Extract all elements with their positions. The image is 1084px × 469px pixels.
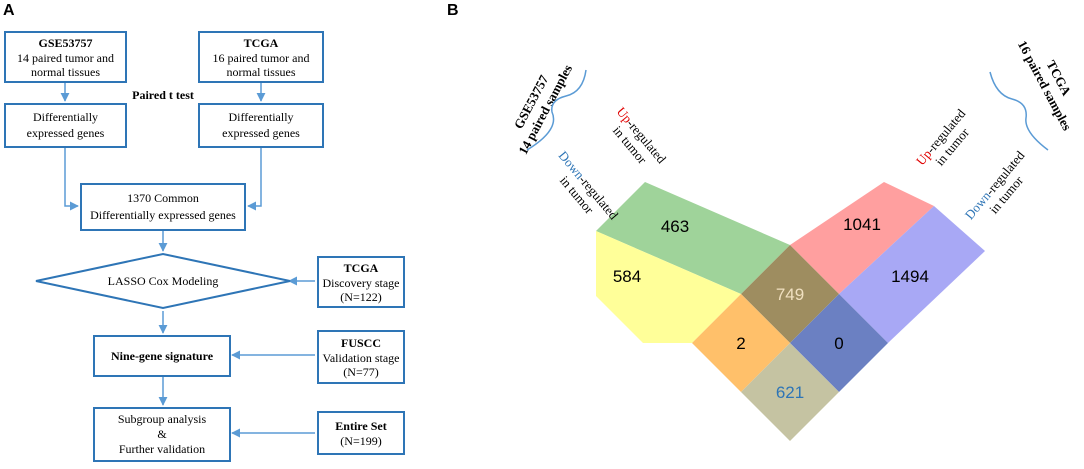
deg-left-line2: expressed genes [27,126,105,140]
venn-value-621: 621 [776,383,804,402]
discovery-title: TCGA [344,261,379,275]
venn-value-1494: 1494 [891,267,929,286]
entire-set-line1: (N=199) [340,434,381,448]
right-group-label: TCGA 16 paired samples [1015,38,1075,133]
subgroup-box: Subgroup analysis & Further validation [93,407,231,462]
entire-set-box: Entire Set (N=199) [317,411,405,455]
common-deg-line1: 1370 Common [127,191,199,205]
deg-left-box: Differentially expressed genes [4,103,127,148]
discovery-box: TCGA Discovery stage (N=122) [317,256,405,308]
panel-a-label: A [3,2,15,19]
gse53757-title: GSE53757 [38,36,92,50]
subgroup-line3: Further validation [119,442,205,456]
signature-label: Nine-gene signature [111,349,214,363]
venn-value-1041: 1041 [843,215,881,234]
arrow-deg-right-to-common [247,147,262,211]
lasso-label: LASSO Cox Modeling [108,274,219,288]
arrow-deg-left-to-common [64,147,79,211]
discovery-line2: (N=122) [340,290,381,304]
deg-right-box: Differentially expressed genes [198,103,324,148]
validation-title: FUSCC [341,336,381,350]
venn-display [520,160,1040,469]
venn-value-463: 463 [661,217,689,236]
panel-b-label: B [447,2,459,19]
venn-value-2: 2 [736,334,745,353]
discovery-line1: Discovery stage [323,276,400,290]
lasso-diamond: LASSO Cox Modeling [35,252,291,310]
left-brace [526,69,587,151]
venn-value-0: 0 [834,334,843,353]
tcga-line2: normal tissues [227,65,296,79]
validation-line1: Validation stage [323,351,400,365]
subgroup-line1: Subgroup analysis [118,412,207,426]
venn-value-584: 584 [613,267,641,286]
subgroup-line2: & [157,427,167,441]
gse53757-line2: normal tissues [31,65,100,79]
right-brace [989,71,1049,151]
gse53757-box: GSE53757 14 paired tumor and normal tiss… [4,31,127,83]
tcga-line1: 16 paired tumor and [213,51,310,65]
deg-left-line1: Differentially [33,110,98,124]
signature-box: Nine-gene signature [93,335,231,377]
venn-value-749: 749 [776,285,804,304]
region-dd-final [741,343,839,441]
region-right-up-final [790,182,934,294]
common-deg-box: 1370 Common Differentially expressed gen… [80,183,246,231]
region-right-down-final [839,206,985,343]
tcga-box: TCGA 16 paired tumor and normal tissues [198,31,324,83]
flow-connectors [60,82,315,438]
region-left-up-final [596,182,790,294]
left-group-label: GSE53757 14 paired samples [511,62,575,157]
common-deg-line2: Differentially expressed genes [90,208,236,222]
validation-box: FUSCC Validation stage (N=77) [317,330,405,384]
paired-t-test-label: Paired t test [132,88,194,102]
region-left-down-final [596,231,741,343]
validation-line2: (N=77) [343,365,378,379]
entire-set-title: Entire Set [335,419,386,433]
gse53757-line1: 14 paired tumor and [17,51,114,65]
region-left-down-ext [596,231,692,343]
deg-right-line2: expressed genes [222,126,300,140]
deg-right-line1: Differentially [228,110,293,124]
tcga-title: TCGA [244,36,279,50]
